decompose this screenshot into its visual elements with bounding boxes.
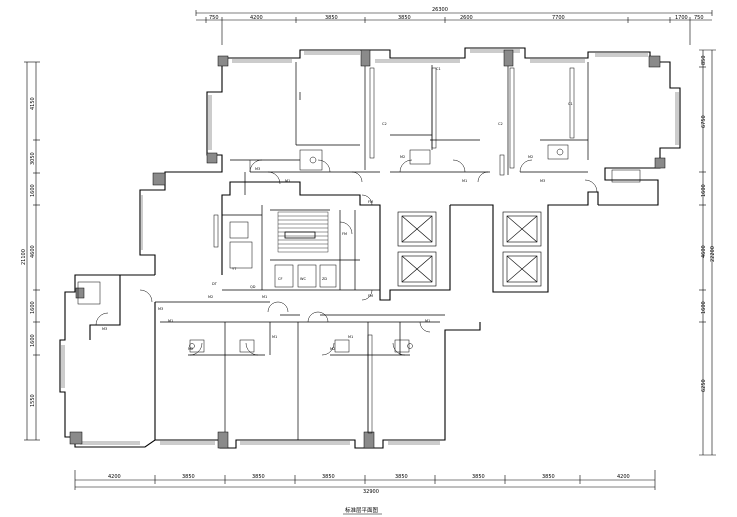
room-tag: ZD: [322, 277, 327, 281]
fixtures: [77, 144, 641, 353]
right-dim-6: 6250: [701, 379, 707, 392]
bottom-dim-5: 3850: [395, 474, 408, 480]
room-tag: M3: [158, 307, 163, 311]
room-tag: M2: [330, 347, 335, 351]
room-tag: M3: [540, 179, 545, 183]
drawing-title: 标准层平面图: [345, 506, 379, 514]
column: [217, 55, 229, 67]
room-tag: WC: [300, 277, 306, 281]
right-dim-4: 4600: [701, 245, 707, 258]
bottom-dim-4: 3850: [322, 474, 335, 480]
room-tag: M3: [255, 167, 260, 171]
left-dim-3: 1600: [30, 184, 36, 197]
left-total-dim: 21100: [21, 249, 27, 265]
left-dim-5: 1600: [30, 301, 36, 314]
room-tag: C2: [382, 122, 387, 126]
room-tag: YT: [232, 267, 237, 271]
left-dim-6: 1600: [30, 334, 36, 347]
room-tag: M2: [188, 347, 193, 351]
room-tag: C2: [498, 122, 503, 126]
right-dim-1: 850: [701, 55, 707, 65]
room-tag: M2: [528, 155, 533, 159]
right-dim-2: 6750: [701, 115, 707, 128]
structural-columns: [69, 49, 666, 449]
top-dim-6: 7700: [552, 15, 565, 21]
column: [206, 152, 218, 164]
room-tag: M1: [462, 179, 467, 183]
elevator-shafts: [397, 211, 542, 287]
room-tag: FM: [368, 294, 373, 298]
room-tag: CF: [278, 277, 282, 281]
top-dim-7: 1700: [675, 15, 688, 21]
room-tag: C1: [436, 67, 441, 71]
column: [217, 431, 229, 449]
room-tag: M1: [425, 319, 430, 323]
room-tag: M2: [400, 155, 405, 159]
column: [654, 157, 666, 169]
elevator-1: [397, 211, 437, 247]
hatched-partitions: [213, 67, 575, 434]
top-dim-2: 4200: [250, 15, 263, 21]
left-dimension-chain: [24, 61, 40, 441]
stair: [277, 211, 329, 253]
bottom-dim-7: 3850: [542, 474, 555, 480]
bottom-dim-1: 4200: [108, 474, 121, 480]
bottom-dimension-chain: [74, 470, 656, 490]
door-swings: [95, 159, 598, 356]
right-dim-5: 1600: [701, 301, 707, 314]
top-total-dim: 26300: [432, 7, 448, 13]
room-tags: M1 M1 M2 M2 M1 M1 M1 M1 M2 M2 M3 M3 FM F…: [102, 67, 573, 351]
top-dim-5: 2600: [460, 15, 473, 21]
top-dim-8: 750: [694, 15, 704, 21]
column: [648, 55, 661, 68]
room-tag: M3: [102, 327, 107, 331]
room-tag: M1: [262, 295, 267, 299]
bottom-dim-2: 3850: [182, 474, 195, 480]
column: [363, 431, 375, 449]
room-tag: M1: [168, 319, 173, 323]
top-dim-3: 3850: [325, 15, 338, 21]
right-dimension-chain: [699, 49, 716, 456]
room-tag: FM: [342, 232, 347, 236]
left-dim-1: 4150: [30, 97, 36, 110]
room-tag: M1: [348, 335, 353, 339]
elevator-2: [397, 251, 437, 287]
top-dim-1: 750: [209, 15, 219, 21]
room-tag: M1: [272, 335, 277, 339]
left-dim-2: 3050: [30, 152, 36, 165]
room-tag: DT: [212, 282, 218, 286]
column: [152, 172, 166, 186]
top-dim-4: 3850: [398, 15, 411, 21]
room-tag: M1: [285, 179, 290, 183]
bottom-dim-8: 4200: [617, 474, 630, 480]
bottom-dim-6: 3850: [472, 474, 485, 480]
column: [503, 49, 514, 67]
bottom-total-dim: 32900: [363, 489, 379, 495]
right-total-dim: 22200: [710, 246, 716, 262]
room-tag: M2: [208, 295, 213, 299]
column: [69, 431, 83, 445]
right-dim-3: 1600: [701, 184, 707, 197]
room-tag: C1: [568, 102, 573, 106]
room-tag: FM: [368, 200, 373, 204]
column: [360, 49, 371, 67]
room-tag: QD: [250, 285, 256, 289]
elevator-4: [502, 251, 542, 287]
column: [75, 287, 85, 299]
elevator-3: [502, 211, 542, 247]
interior-walls: [155, 58, 589, 440]
left-dim-4: 4600: [30, 245, 36, 258]
bottom-dim-3: 3850: [252, 474, 265, 480]
left-dim-7: 1550: [30, 394, 36, 407]
top-dimension-chain: [195, 10, 713, 45]
